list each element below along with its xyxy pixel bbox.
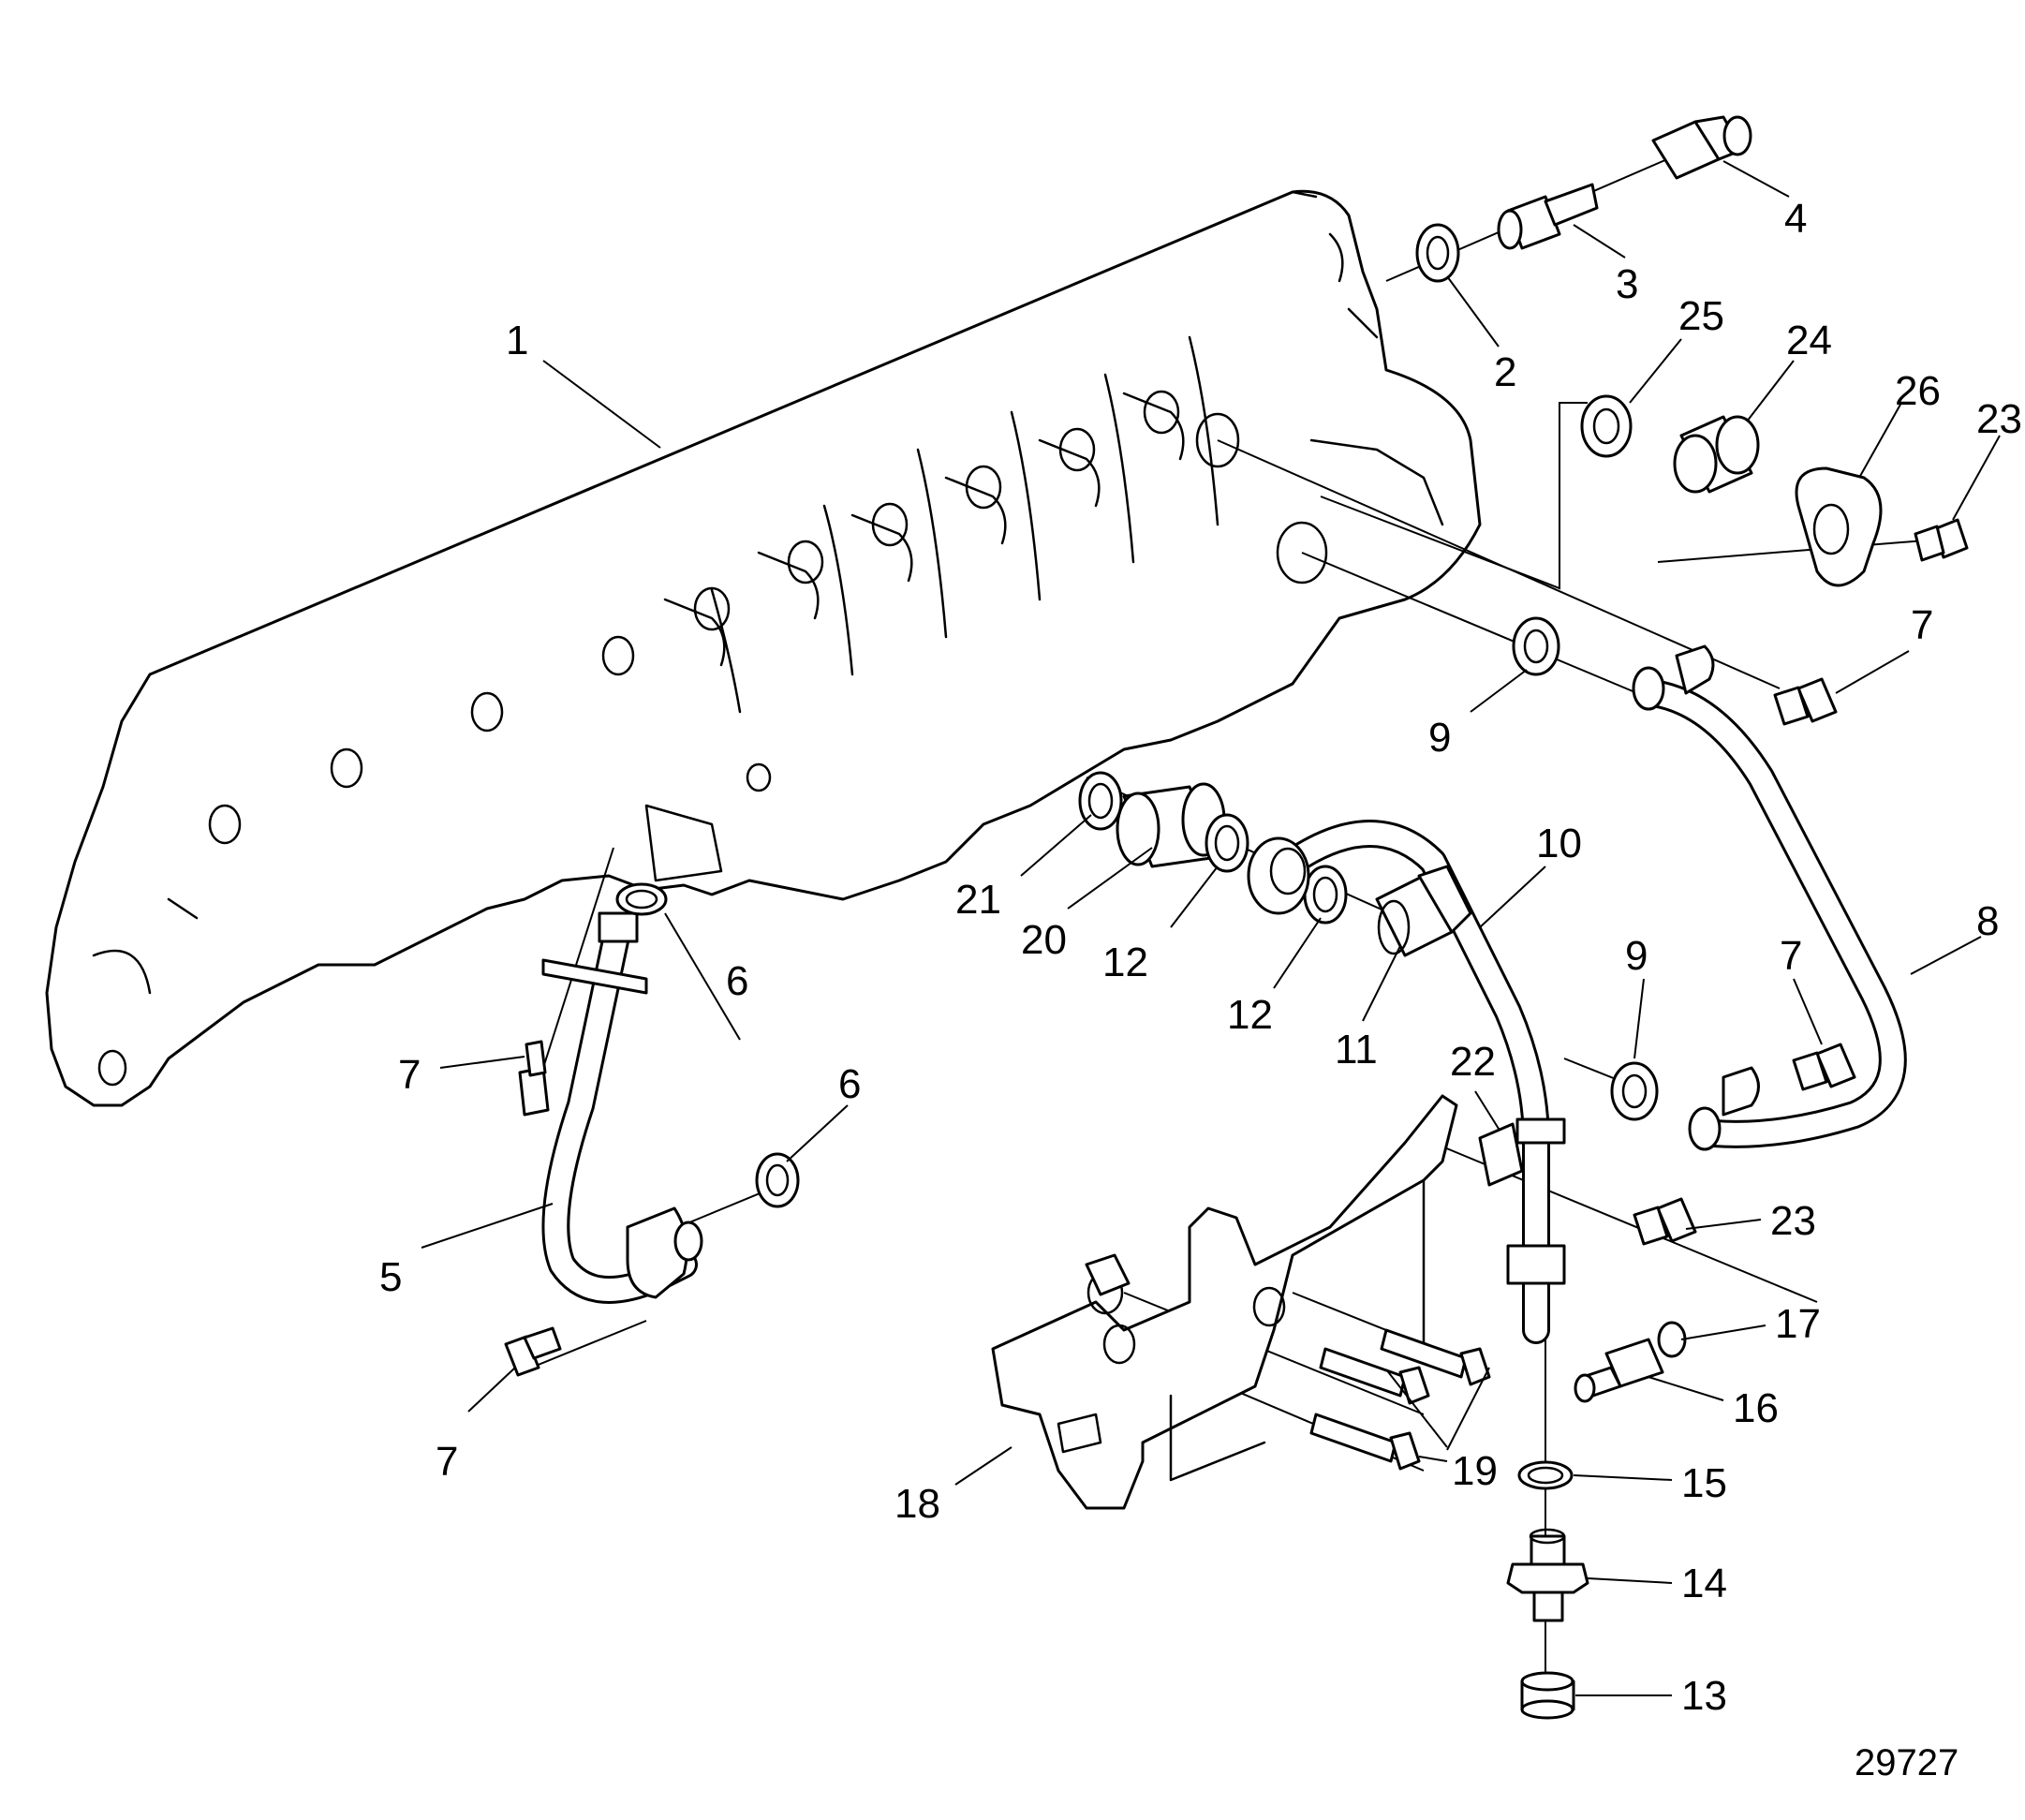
gasket-6-upper bbox=[615, 882, 668, 916]
plug-11 bbox=[1375, 865, 1472, 957]
bolt-7-right-upper bbox=[1773, 677, 1838, 726]
callout-9-lower: 9 bbox=[1625, 933, 1648, 979]
callout-17: 17 bbox=[1775, 1301, 1821, 1347]
leader-lines bbox=[421, 160, 2001, 1696]
flange-bolt-23-top bbox=[1914, 518, 1969, 562]
figure-number: 29727 bbox=[1855, 1742, 1958, 1783]
callout-26: 26 bbox=[1895, 368, 1941, 414]
coolant-pipe-8 bbox=[1632, 644, 1907, 1151]
o-ring-12-left bbox=[1205, 813, 1249, 873]
coolant-pipe-10 bbox=[1247, 820, 1566, 1344]
callout-21: 21 bbox=[955, 877, 1001, 923]
sealing-ring-15 bbox=[1517, 1460, 1574, 1490]
gasket-6-lower bbox=[755, 1152, 800, 1208]
callout-6-lower: 6 bbox=[838, 1061, 861, 1107]
coolant-pipe-5 bbox=[541, 911, 703, 1304]
bolt-7-left-upper bbox=[518, 1040, 550, 1117]
bolt-7-left-lower bbox=[504, 1326, 562, 1377]
sleeve-24 bbox=[1673, 415, 1760, 494]
callout-20: 20 bbox=[1021, 917, 1067, 963]
callout-15: 15 bbox=[1681, 1460, 1727, 1506]
clip-22 bbox=[1478, 1122, 1524, 1187]
callout-23-middle: 23 bbox=[1770, 1198, 1816, 1244]
callout-12-left: 12 bbox=[1102, 940, 1148, 985]
bolt-19-upper bbox=[1380, 1328, 1491, 1386]
sensor-16 bbox=[1574, 1338, 1664, 1403]
callout-14: 14 bbox=[1681, 1561, 1727, 1606]
callout-23-top: 23 bbox=[1976, 396, 2022, 442]
callout-16: 16 bbox=[1733, 1385, 1779, 1431]
sealing-washer-2 bbox=[1415, 223, 1460, 283]
callout-6-upper: 6 bbox=[726, 958, 748, 1004]
callout-10: 10 bbox=[1536, 821, 1582, 866]
seal-17 bbox=[1657, 1321, 1687, 1358]
bolt-19-middle bbox=[1319, 1347, 1430, 1405]
callout-24: 24 bbox=[1786, 318, 1832, 363]
callout-22: 22 bbox=[1450, 1039, 1496, 1085]
callout-7-right-upper: 7 bbox=[1911, 602, 1933, 648]
cap-13 bbox=[1520, 1671, 1575, 1720]
adapter-20 bbox=[1116, 782, 1226, 868]
callout-18: 18 bbox=[894, 1481, 940, 1527]
callout-7-left-upper: 7 bbox=[398, 1052, 421, 1098]
callout-2: 2 bbox=[1494, 349, 1516, 395]
washer-9-upper bbox=[1512, 616, 1560, 676]
exhaust-manifold bbox=[45, 189, 1482, 1107]
callout-7-right-lower: 7 bbox=[1780, 933, 1802, 979]
temperature-sensor-3 bbox=[1497, 183, 1599, 250]
callout-12-right: 12 bbox=[1227, 992, 1273, 1038]
callout-3: 3 bbox=[1616, 261, 1638, 307]
callout-11: 11 bbox=[1335, 1027, 1378, 1073]
o-ring-12-right bbox=[1303, 865, 1348, 925]
callout-8: 8 bbox=[1976, 898, 1999, 944]
callout-labels: 1 2 3 4 25 24 26 23 7 9 10 8 21 20 12 12… bbox=[379, 196, 2022, 1783]
callout-25: 25 bbox=[1678, 293, 1724, 339]
callout-4: 4 bbox=[1784, 196, 1807, 242]
callout-19: 19 bbox=[1452, 1448, 1498, 1494]
callout-13: 13 bbox=[1681, 1673, 1727, 1719]
drain-valve-14 bbox=[1506, 1528, 1589, 1622]
washer-9-lower bbox=[1610, 1061, 1659, 1121]
bolt-23-middle bbox=[1633, 1197, 1697, 1246]
gasket-25 bbox=[1580, 394, 1633, 458]
mounting-bracket-18 bbox=[991, 1094, 1458, 1510]
bolt-19-lower bbox=[1309, 1413, 1421, 1471]
flange-plate-26 bbox=[1795, 466, 1883, 587]
callout-1: 1 bbox=[506, 318, 528, 363]
callout-7-left-lower: 7 bbox=[436, 1439, 458, 1485]
callout-5: 5 bbox=[379, 1254, 402, 1300]
bolt-7-right-lower bbox=[1792, 1043, 1856, 1091]
sensor-connector-4 bbox=[1651, 115, 1752, 180]
callout-9-upper: 9 bbox=[1428, 715, 1451, 761]
